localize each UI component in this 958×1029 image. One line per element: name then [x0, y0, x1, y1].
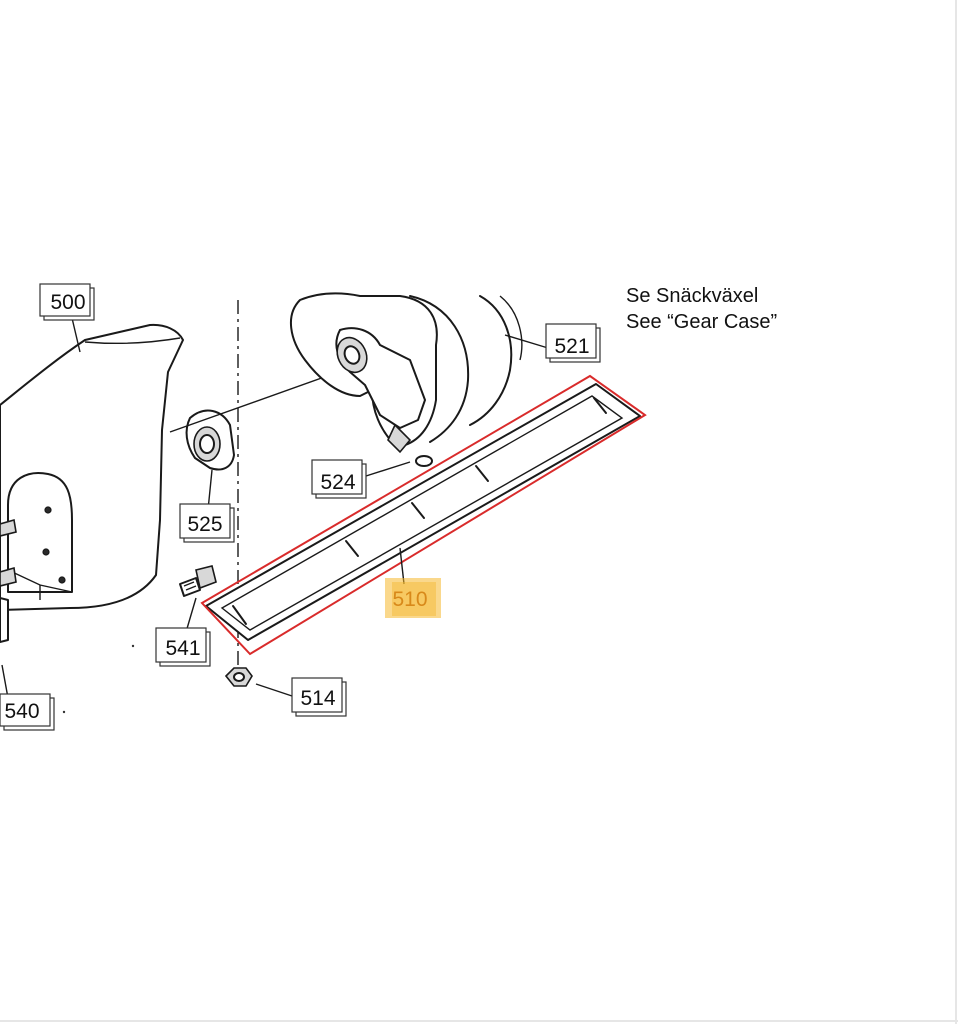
note-line-1: Se Snäckväxel	[626, 285, 758, 307]
note-line-2: See “Gear Case”	[626, 311, 777, 333]
svg-text:521: 521	[554, 335, 589, 358]
part-label-514[interactable]: 514	[291, 677, 347, 717]
auger-impeller	[289, 292, 523, 454]
part-label-500[interactable]: 500	[39, 283, 95, 321]
svg-text:510: 510	[392, 588, 427, 611]
part-label-525[interactable]: 525	[179, 503, 235, 543]
svg-text:524: 524	[320, 471, 355, 494]
assembly-line	[169, 374, 331, 433]
bolt	[179, 565, 217, 597]
highlight-box	[200, 374, 647, 656]
side-cover-housing	[0, 323, 184, 643]
part-label-541[interactable]: 541	[155, 627, 211, 667]
part-label-524[interactable]: 524	[311, 459, 367, 499]
scan-dot	[62, 710, 66, 714]
part-label-510-highlighted[interactable]: 510	[385, 578, 441, 618]
small-washer	[415, 455, 433, 467]
part-label-521[interactable]: 521	[545, 323, 601, 363]
svg-text:541: 541	[165, 637, 200, 660]
hex-nut	[224, 667, 253, 687]
part-label-540[interactable]: 540	[0, 693, 55, 731]
shave-plate	[205, 383, 641, 641]
svg-text:514: 514	[300, 687, 335, 710]
scan-dot	[131, 644, 135, 648]
svg-text:540: 540	[4, 700, 39, 723]
svg-text:500: 500	[50, 291, 85, 314]
svg-text:525: 525	[187, 513, 222, 536]
bearing-bracket	[185, 409, 235, 471]
